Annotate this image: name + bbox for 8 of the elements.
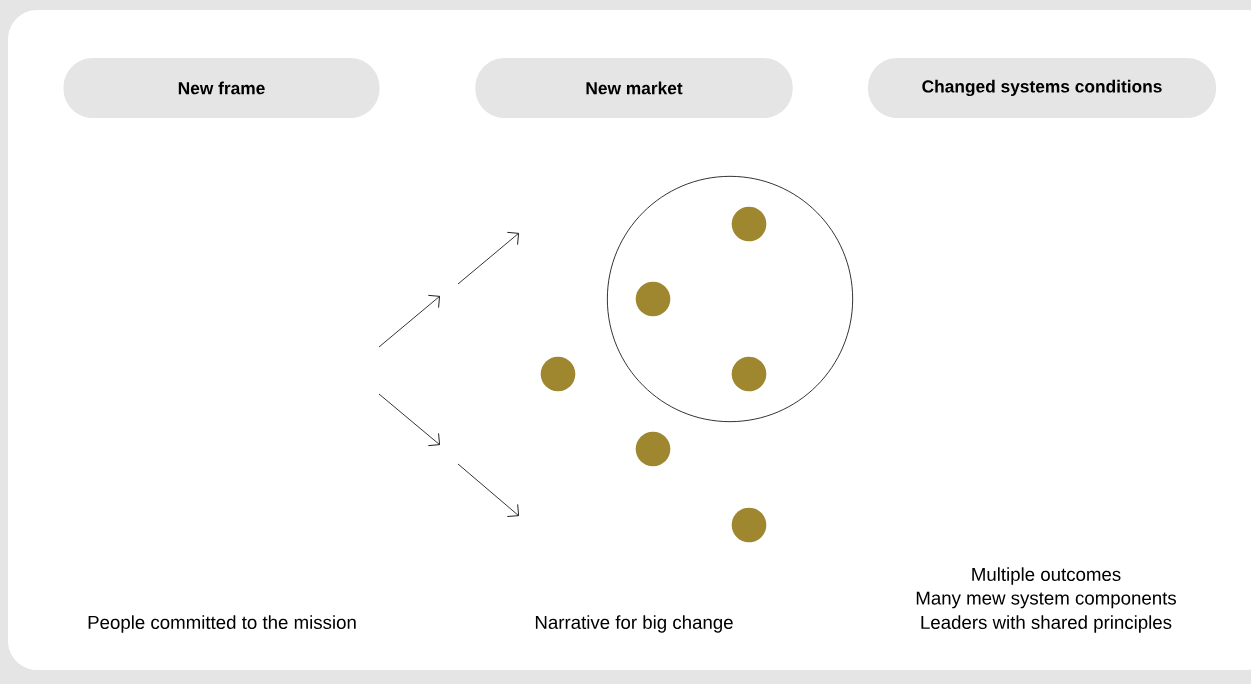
header-pill: Changed systems conditions <box>868 58 1216 118</box>
header-pill: New market <box>475 58 793 118</box>
caption-text: Leaders with shared principles <box>921 615 1172 633</box>
header-pill: New frame <box>63 58 380 118</box>
caption-text: People committed to the mission <box>88 615 356 633</box>
caption-text: Narrative for big change <box>535 615 733 633</box>
caption-text: Multiple outcomes <box>972 567 1121 585</box>
caption-text: Many mew system components <box>916 591 1176 609</box>
